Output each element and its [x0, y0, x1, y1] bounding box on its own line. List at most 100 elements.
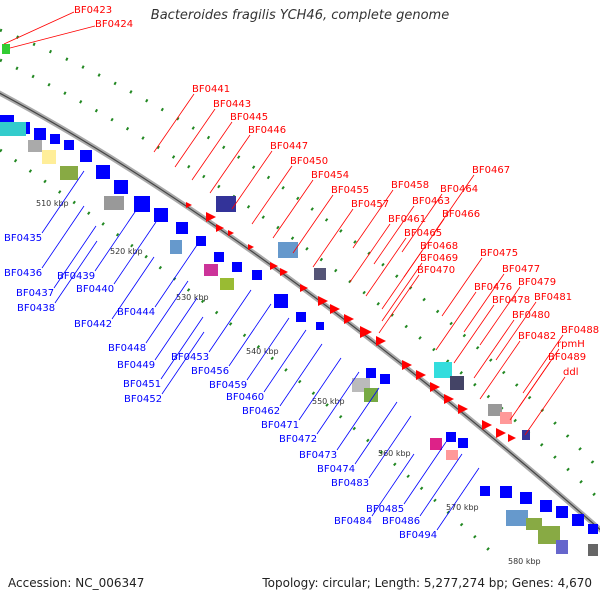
kbp-label: 550 kbp [312, 397, 345, 406]
gene-label: BF0486 [382, 516, 420, 527]
reverse-gene [114, 180, 128, 194]
gene-label: BF0451 [123, 379, 161, 390]
gene-label: BF0464 [440, 184, 478, 195]
forward-gene [458, 404, 468, 414]
label-leader [473, 319, 515, 379]
accession-text: Accession: NC_006347 [8, 576, 145, 590]
label-leader [298, 357, 342, 421]
reverse-gene [458, 438, 468, 448]
gene-label: BF0440 [76, 284, 114, 295]
feature-box [450, 376, 464, 390]
gene-label: BF0480 [512, 310, 550, 321]
feature-box [364, 388, 378, 402]
gene-label: BF0443 [213, 99, 251, 110]
reverse-gene [572, 514, 584, 526]
label-leader [463, 273, 505, 333]
gene-label: BF0479 [518, 277, 556, 288]
reverse-gene [556, 506, 568, 518]
gene-label: BF0466 [442, 209, 480, 220]
forward-gene [300, 284, 308, 292]
label-leader [154, 244, 198, 308]
label-leader [160, 316, 204, 380]
forward-gene [228, 230, 234, 236]
label-leader [354, 401, 398, 465]
gene-label: BF0474 [317, 464, 355, 475]
feature-box [2, 44, 10, 54]
reverse-gene [380, 374, 390, 384]
feature-box [434, 362, 452, 378]
reverse-gene [366, 368, 376, 378]
gene-label: BF0437 [16, 288, 54, 299]
label-leader [352, 189, 394, 249]
feature-box [538, 526, 560, 544]
label-leader [381, 250, 423, 310]
label-leader [41, 205, 85, 269]
label-leader [453, 304, 495, 364]
gene-label: BF0460 [226, 392, 264, 403]
reverse-gene [176, 222, 188, 234]
gene-label: BF0449 [117, 360, 155, 371]
forward-gene [248, 244, 254, 250]
label-leader [435, 291, 477, 351]
label-leader [316, 371, 360, 435]
gene-label: BF0475 [480, 248, 518, 259]
label-leader [54, 240, 98, 304]
label-leader [403, 441, 447, 505]
label-leader [174, 108, 216, 168]
label-leader [94, 208, 138, 272]
feature-box [446, 450, 458, 460]
feature-box [430, 438, 442, 450]
forward-gene [344, 314, 354, 324]
feature-box [104, 196, 124, 210]
gene-label: BF0448 [108, 343, 146, 354]
forward-gene [186, 202, 192, 208]
label-leader [292, 194, 334, 254]
feature-box [60, 166, 78, 180]
label-leader [433, 174, 475, 234]
gene-label: BF0450 [290, 156, 328, 167]
feature-box [204, 264, 218, 276]
label-leader [336, 387, 380, 451]
gene-label: BF0444 [117, 307, 155, 318]
feature-box [28, 140, 42, 152]
gene-label: BF0485 [366, 504, 404, 515]
forward-gene [280, 268, 288, 276]
label-leader [251, 165, 293, 225]
forward-gene [444, 394, 454, 404]
reverse-gene [34, 128, 46, 140]
label-leader [111, 256, 155, 320]
gene-label: BF0477 [502, 264, 540, 275]
kbp-label: 510 kbp [36, 199, 69, 208]
gene-label: ddl [563, 367, 578, 378]
kbp-label: 580 kbp [508, 557, 541, 566]
forward-gene [270, 262, 278, 270]
forward-gene [216, 224, 224, 232]
forward-gene [496, 428, 506, 438]
gene-label: BF0452 [124, 394, 162, 405]
feature-box [588, 544, 598, 556]
reverse-gene [316, 322, 324, 330]
gene-label: BF0459 [209, 380, 247, 391]
gene-label: BF0463 [412, 196, 450, 207]
forward-gene [508, 434, 516, 442]
label-leader [145, 280, 189, 344]
reverse-gene [446, 432, 456, 442]
reverse-gene [214, 252, 224, 262]
reverse-gene [500, 486, 512, 498]
kbp-label: 570 kbp [446, 503, 479, 512]
genome-title: Bacteroides fragilis YCH46, complete gen… [150, 8, 450, 23]
gene-label: BF0453 [171, 352, 209, 363]
gene-label: BF0446 [248, 125, 286, 136]
label-leader [231, 150, 273, 210]
label-leader [518, 348, 560, 408]
reverse-gene [80, 150, 92, 162]
gene-label: BF0447 [270, 141, 308, 152]
gene-label: BF0483 [331, 478, 369, 489]
topology-text: Topology: circular; Length: 5,277,274 bp… [262, 576, 592, 590]
gene-label: BF0457 [351, 199, 389, 210]
gene-label: BF0467 [472, 165, 510, 176]
reverse-gene [50, 134, 60, 144]
reverse-gene [232, 262, 242, 272]
label-leader [161, 331, 205, 395]
